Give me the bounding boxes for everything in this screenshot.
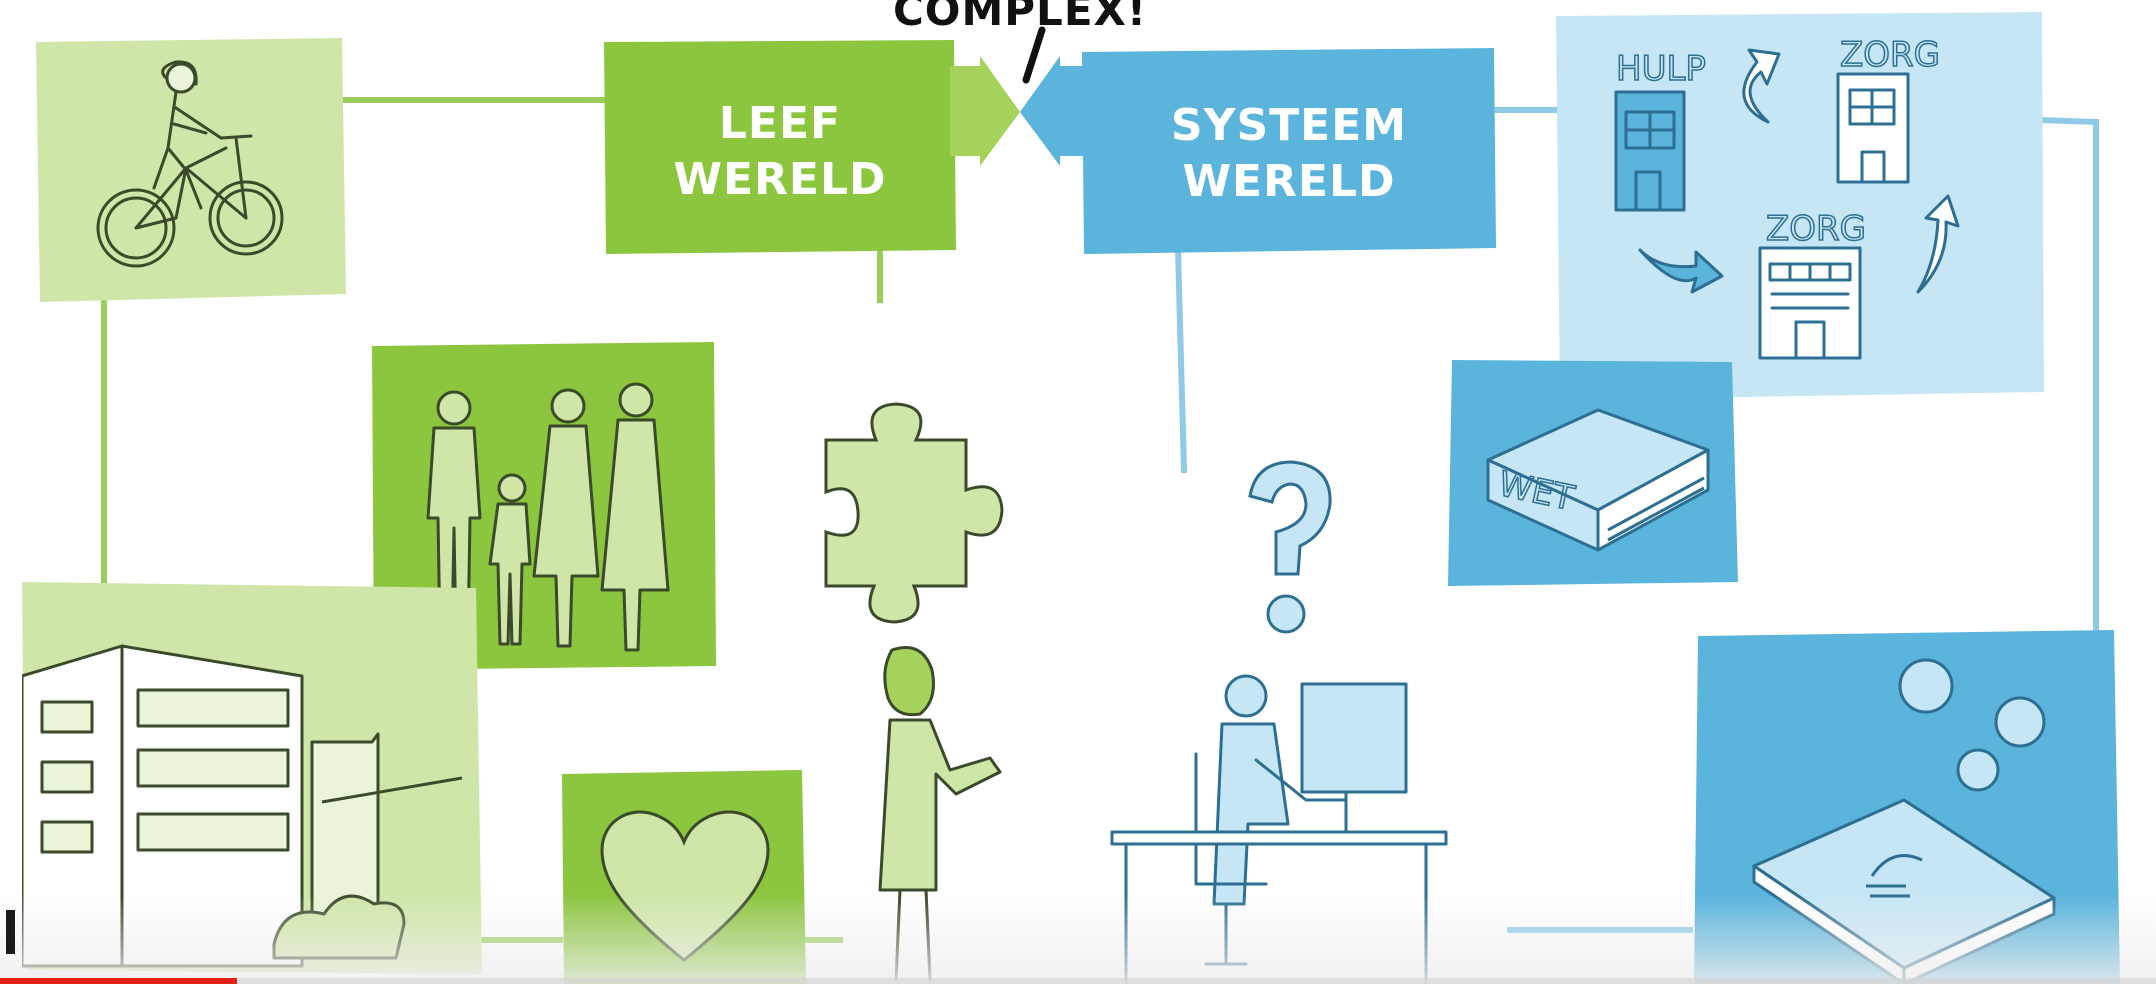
law-book-tile: WET [1448, 360, 1738, 586]
family-icon [426, 382, 670, 652]
law-book-icon [1486, 408, 1710, 552]
systeemwereld-block: SYSTEEM WERELD [1082, 48, 1496, 254]
care-buildings-icon [1614, 48, 1960, 360]
leefwereld-label-line2: WERELD [673, 154, 887, 205]
zorg-top-label: ZORG [1840, 35, 1940, 74]
zorg-bottom-label: ZORG [1766, 209, 1866, 248]
player-shade [0, 894, 2156, 984]
systeemwereld-label-line2: WERELD [1182, 156, 1396, 207]
cyclist-icon [96, 60, 284, 268]
complex-pointer [1022, 26, 1046, 84]
question-mark-icon [1248, 460, 1332, 634]
complex-label: COMPLEX! [892, 0, 1148, 35]
wet-label: WET [1495, 464, 1578, 519]
leefwereld-label-line1: LEEF [718, 98, 842, 149]
player-edge-mark [6, 910, 15, 954]
puzzle-piece-icon [824, 402, 1004, 624]
progress-track[interactable] [0, 978, 2156, 984]
hulp-label: HULP [1616, 49, 1706, 88]
leefwereld-block: LEEF WERELD [604, 40, 956, 254]
systeemwereld-label-line1: SYSTEEM [1170, 100, 1408, 151]
cyclist-tile [36, 38, 346, 302]
colliding-arrows [950, 56, 1090, 166]
progress-fill [0, 978, 238, 984]
office-worker-icon [1110, 674, 1448, 984]
care-buildings-tile: HULP ZORG ZORG [1556, 12, 2044, 400]
